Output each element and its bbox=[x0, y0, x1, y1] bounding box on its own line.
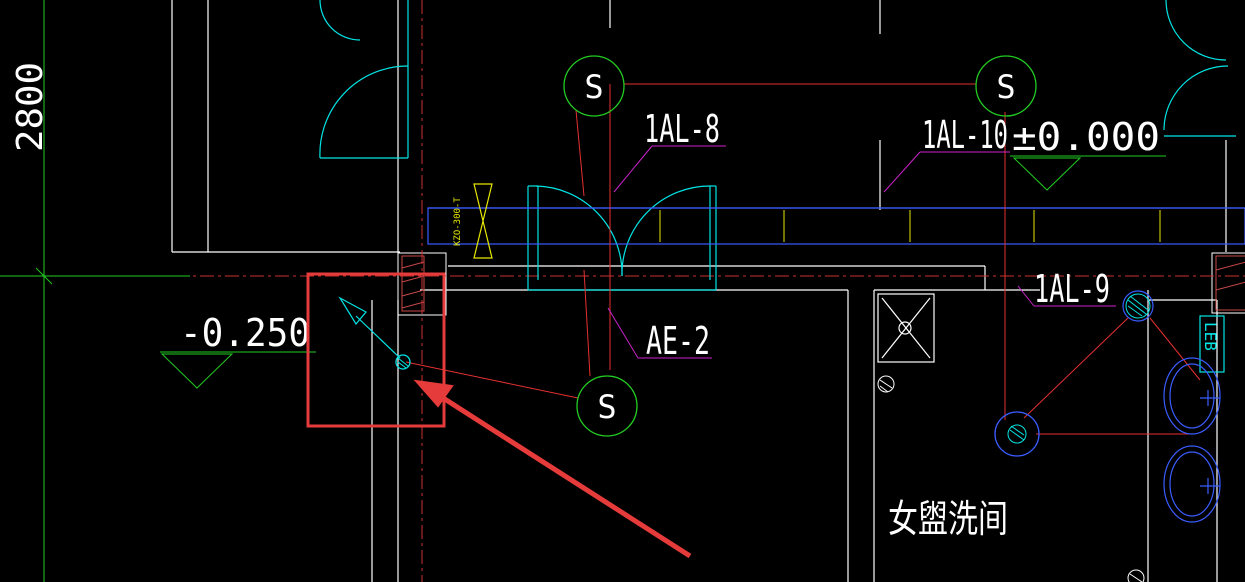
cyan-direction-arrow bbox=[338, 296, 401, 359]
leb-box[interactable] bbox=[1199, 315, 1225, 373]
exhaust-fan-symbol[interactable] bbox=[877, 293, 935, 363]
circuit-label-1al10: 1AL-10 bbox=[922, 113, 1008, 157]
switch-letter: S bbox=[996, 68, 1015, 106]
wall-column-right bbox=[1211, 252, 1245, 314]
circuit-label-ae2: AE-2 bbox=[646, 319, 710, 363]
switch-symbol-top-right[interactable]: S bbox=[975, 55, 1037, 117]
switch-letter: S bbox=[584, 68, 603, 106]
elevation-ground-marker bbox=[1010, 155, 1166, 191]
leb-label: LEB bbox=[1201, 322, 1220, 351]
duct-band bbox=[427, 207, 1245, 245]
wall-column-left bbox=[397, 252, 447, 316]
light-point[interactable] bbox=[395, 354, 411, 370]
floor-drain-icon bbox=[1127, 569, 1145, 582]
elevation-low-marker bbox=[160, 351, 316, 389]
elevation-low-label: -0.250 bbox=[180, 311, 310, 355]
switch-letter: S bbox=[597, 388, 616, 426]
switch-symbol-top-center[interactable]: S bbox=[563, 55, 625, 117]
dimension-2800-label: 2800 bbox=[10, 62, 51, 152]
door-swing-top-left bbox=[319, 0, 409, 159]
room-name-label: 女盥洗间 bbox=[888, 497, 1008, 541]
switch-symbol-lower[interactable]: S bbox=[576, 375, 638, 437]
leader-lines bbox=[607, 145, 1116, 359]
wiring-lines bbox=[405, 83, 1201, 435]
dimension-lines bbox=[0, 0, 190, 582]
highlight-box bbox=[306, 272, 446, 428]
floor-drain-icon bbox=[877, 375, 895, 393]
door-swing-center bbox=[527, 185, 717, 291]
elevation-ground-label: ±0.000 bbox=[1012, 115, 1160, 159]
door-swing-top-right bbox=[1163, 0, 1236, 137]
fan-tag-label: KZO-300-T bbox=[453, 197, 463, 246]
fan-damper-symbol bbox=[473, 183, 493, 259]
ceiling-light-1al9[interactable] bbox=[1122, 290, 1154, 322]
circuit-label-1al8: 1AL-8 bbox=[644, 107, 720, 151]
circuit-label-1al9: 1AL-9 bbox=[1034, 267, 1110, 311]
washbasin-lower bbox=[1163, 445, 1221, 523]
washbasin-upper bbox=[1163, 357, 1221, 435]
ceiling-light-washroom[interactable] bbox=[994, 411, 1040, 457]
highlight-arrow bbox=[413, 379, 692, 559]
